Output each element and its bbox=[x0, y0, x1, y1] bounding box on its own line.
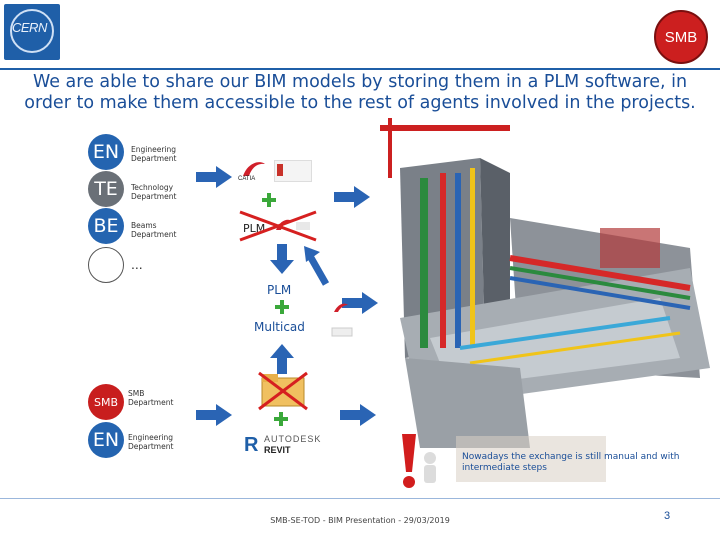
small-cad-logos bbox=[330, 300, 358, 340]
dept-smb-circle: SMB bbox=[88, 384, 124, 420]
revit-logo-autodesk: AUTODESK bbox=[264, 434, 322, 444]
catia-logo bbox=[240, 158, 268, 180]
dept-te-label: Technology Department bbox=[131, 183, 177, 201]
header-divider bbox=[0, 68, 720, 70]
bim-model-render bbox=[360, 118, 720, 448]
cross-icon bbox=[256, 370, 310, 412]
multicad-text: Multicad bbox=[254, 320, 305, 334]
up-arrow-icon bbox=[270, 344, 294, 374]
dept-smb-label: SMB Department bbox=[128, 389, 174, 407]
page-number: 3 bbox=[664, 510, 671, 522]
footer-divider bbox=[0, 498, 720, 499]
footer-text: SMB-SE-TOD - BIM Presentation - 29/03/20… bbox=[270, 516, 450, 525]
dept-be-label: Beams Department bbox=[131, 221, 177, 239]
diagonal-arrow-icon bbox=[302, 246, 330, 286]
dept-en-bottom-circle: EN bbox=[88, 422, 124, 458]
dept-other-ellipsis: ... bbox=[131, 256, 143, 272]
autodesk-inventor-logo bbox=[274, 160, 312, 182]
revit-logo-r: R bbox=[244, 434, 259, 456]
catia-logo-text: CATIA bbox=[238, 176, 256, 182]
cross-icon bbox=[238, 210, 318, 242]
dept-en-label: Engineering Department bbox=[131, 145, 177, 163]
slide-headline: We are able to share our BIM models by s… bbox=[24, 72, 696, 113]
manual-exchange-note: Nowadays the exchange is still manual an… bbox=[462, 452, 680, 473]
plus-icon bbox=[275, 300, 289, 314]
cern-logo-text: CERN bbox=[12, 20, 47, 35]
dept-en-bottom-label: Engineering Department bbox=[128, 433, 174, 451]
right-arrow-icon bbox=[342, 292, 378, 314]
plus-icon bbox=[274, 412, 288, 426]
note-background-image bbox=[456, 436, 606, 482]
down-arrow-icon bbox=[270, 244, 294, 274]
right-arrow-icon bbox=[196, 404, 232, 426]
plm-text: PLM bbox=[267, 283, 292, 297]
dept-en-circle: EN bbox=[88, 134, 124, 170]
cern-logo-ring bbox=[10, 9, 54, 53]
dept-be-circle: BE bbox=[88, 208, 124, 244]
dept-te-circle: TE bbox=[88, 171, 124, 207]
dept-other-circle bbox=[88, 247, 124, 283]
plus-icon bbox=[262, 193, 276, 207]
smb-badge: SMB bbox=[654, 10, 708, 64]
exclamation-icon bbox=[396, 432, 444, 494]
right-arrow-icon bbox=[196, 166, 232, 188]
revit-logo-revit: REVIT bbox=[264, 445, 291, 455]
right-arrow-icon bbox=[334, 186, 370, 208]
right-arrow-icon bbox=[340, 404, 376, 426]
